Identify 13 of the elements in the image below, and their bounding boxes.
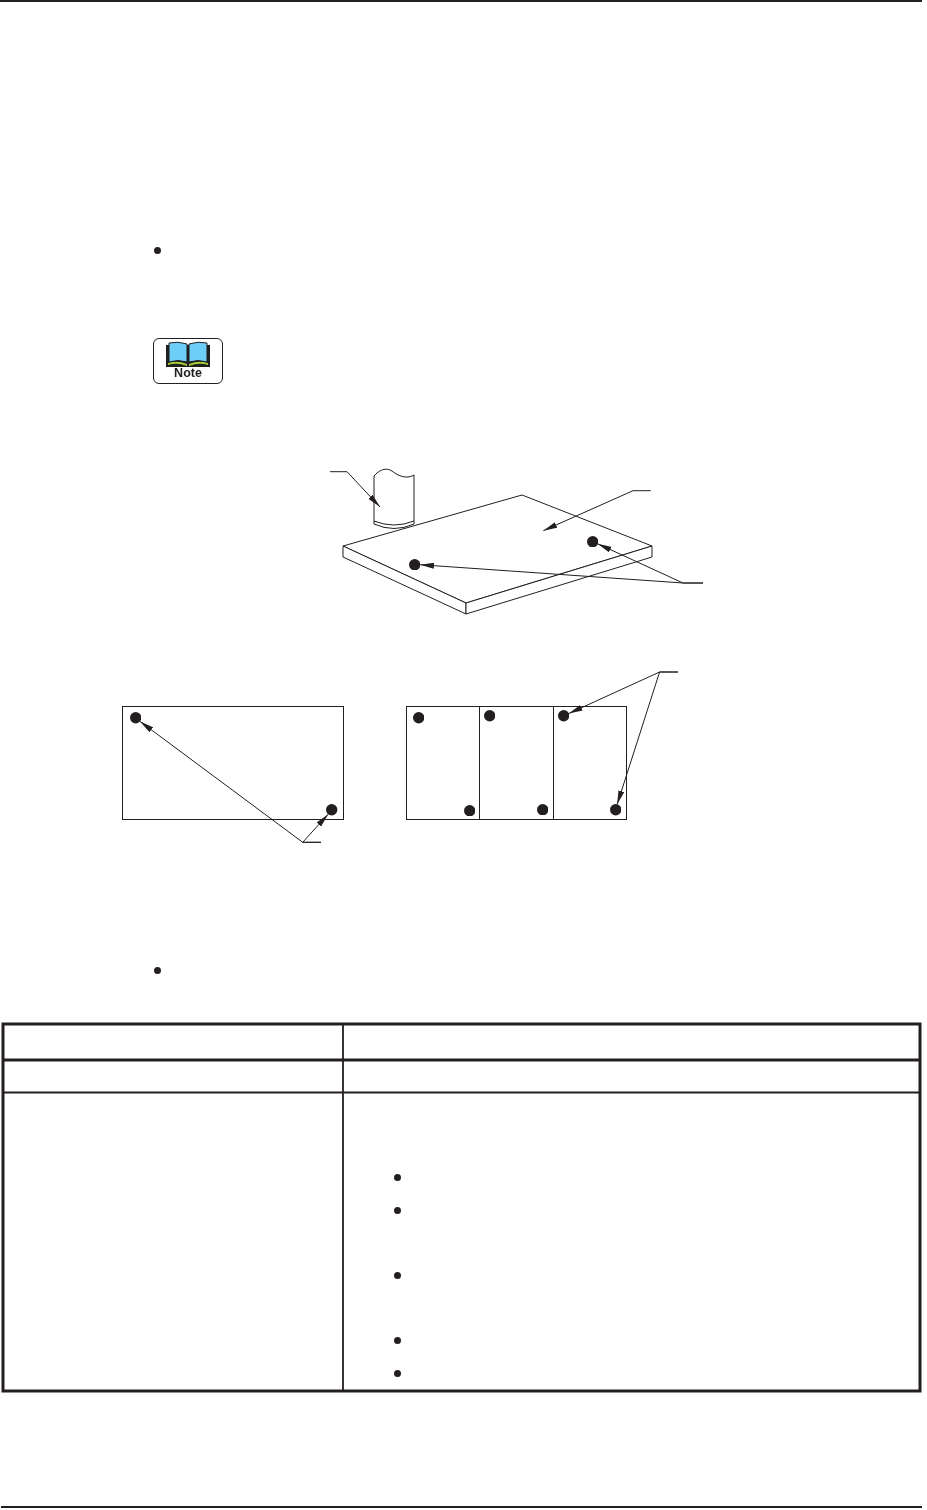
- dot-icon: [326, 804, 338, 816]
- dot-icon: [463, 805, 476, 817]
- note-text: Note: [174, 367, 202, 380]
- dot-icon: [609, 804, 622, 816]
- leader-line: [302, 813, 329, 843]
- dot-icon: [537, 803, 549, 815]
- dot-icon: [129, 712, 142, 724]
- dot-icon: [483, 710, 495, 722]
- dot-icon: [413, 712, 425, 724]
- panel-outline: [406, 706, 627, 820]
- panel-outline: [122, 706, 344, 820]
- leader-line: [616, 671, 679, 806]
- dot-icon: [557, 710, 570, 722]
